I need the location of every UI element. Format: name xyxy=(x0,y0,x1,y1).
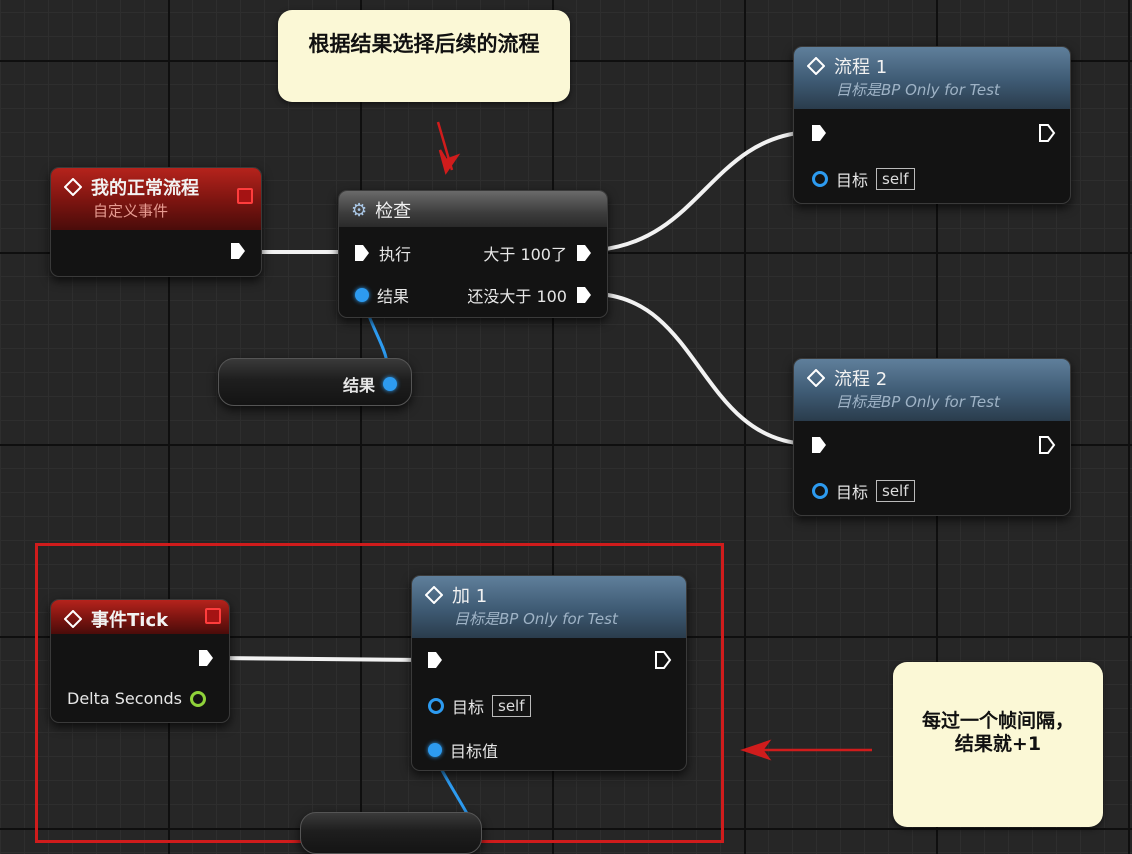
pin-label: 结果 xyxy=(377,287,410,306)
data-pin-icon xyxy=(383,377,397,391)
pin-label: 还没大于 100 xyxy=(467,287,567,306)
exec-in-pin[interactable]: 执行 xyxy=(353,241,411,265)
note-top-text: 根据结果选择后续的流程 xyxy=(308,32,540,56)
pin-label: Delta Seconds xyxy=(67,689,182,708)
exec-out-pin[interactable] xyxy=(1038,123,1056,143)
exec-out-pin[interactable] xyxy=(197,648,215,668)
exec-out-not-pin[interactable]: 还没大于 100 xyxy=(467,283,593,307)
arrow-down-line xyxy=(436,121,454,171)
node-title: 流程 2 xyxy=(834,369,888,390)
exec-pin-outline-icon xyxy=(1039,124,1056,142)
diamond-icon xyxy=(63,609,83,629)
add1-node[interactable]: 加 1 目标是BP Only for Test 目标 self 目标值 xyxy=(411,575,687,771)
data-pin-icon xyxy=(428,698,444,714)
result-in-pin[interactable]: 结果 xyxy=(355,283,409,307)
node-title: 检查 xyxy=(375,201,412,222)
node-title: 加 1 xyxy=(452,586,488,607)
node-header: 流程 2 目标是BP Only for Test xyxy=(794,359,1070,421)
exec-out-greater-pin[interactable]: 大于 100了 xyxy=(483,241,593,265)
note-right: 每过一个帧间隔，结果就+1 xyxy=(893,662,1103,827)
node-header: 我的正常流程 自定义事件 xyxy=(51,168,261,230)
node-title: 我的正常流程 xyxy=(91,178,199,199)
exec-pin-icon xyxy=(199,650,213,666)
exec-pin-icon xyxy=(812,437,826,453)
data-pin-icon xyxy=(812,171,828,187)
float-pin-icon xyxy=(190,690,206,707)
self-value[interactable]: self xyxy=(876,480,915,502)
data-pin-icon xyxy=(428,743,442,757)
node-subtitle: 目标是BP Only for Test xyxy=(836,81,1000,99)
var-label: 结果 xyxy=(342,376,375,395)
self-value[interactable]: self xyxy=(492,695,531,717)
exec-in-pin[interactable] xyxy=(810,435,828,455)
exec-pin-icon xyxy=(577,287,591,303)
exec-pin-icon xyxy=(428,652,442,668)
pin-label: 目标 xyxy=(836,171,869,190)
diamond-icon xyxy=(806,368,826,388)
check-node[interactable]: ⚙ 检查 执行 结果 大于 100了 还没大于 100 xyxy=(338,190,608,318)
exec-pin-icon xyxy=(812,125,826,141)
node-subtitle: 自定义事件 xyxy=(93,202,169,220)
exec-pin-icon xyxy=(231,243,245,259)
exec-pin-icon xyxy=(355,245,369,261)
pin-label: 执行 xyxy=(379,245,412,264)
exec-out-pin[interactable] xyxy=(1038,435,1056,455)
self-value[interactable]: self xyxy=(876,168,915,190)
target-pin[interactable]: 目标 self xyxy=(812,167,915,191)
exec-pin-outline-icon xyxy=(1039,436,1056,454)
exec-wire-check-to-flow2 xyxy=(596,292,808,446)
result-out-pin[interactable]: 结果 xyxy=(343,372,397,396)
flow2-node[interactable]: 流程 2 目标是BP Only for Test 目标 self xyxy=(793,358,1071,516)
node-subtitle: 目标是BP Only for Test xyxy=(836,393,1000,411)
node-subtitle: 目标是BP Only for Test xyxy=(454,610,618,628)
pin-label: 目标值 xyxy=(450,742,499,761)
partial-variable-node[interactable] xyxy=(300,812,482,854)
stop-square-icon xyxy=(205,608,221,624)
arrow-left-head xyxy=(740,739,772,761)
pin-label: 目标 xyxy=(452,698,485,717)
target-pin[interactable]: 目标 self xyxy=(812,479,915,503)
exec-in-pin[interactable] xyxy=(426,650,444,670)
pin-label: 目标 xyxy=(836,483,869,502)
node-header: ⚙ 检查 xyxy=(339,191,607,227)
diamond-icon xyxy=(63,177,83,197)
pin-label: 大于 100了 xyxy=(483,245,567,264)
note-top: 根据结果选择后续的流程 xyxy=(278,10,570,102)
exec-out-pin[interactable] xyxy=(229,241,247,261)
exec-out-pin[interactable] xyxy=(654,650,672,670)
diamond-icon xyxy=(424,585,444,605)
node-header: 加 1 目标是BP Only for Test xyxy=(412,576,686,638)
node-header: 事件Tick xyxy=(51,600,229,634)
exec-pin-outline-icon xyxy=(655,651,672,669)
flow1-node[interactable]: 流程 1 目标是BP Only for Test 目标 self xyxy=(793,46,1071,204)
arrow-down-head xyxy=(438,149,461,175)
event-tick-node[interactable]: 事件Tick Delta Seconds xyxy=(50,599,230,723)
note-right-text: 每过一个帧间隔，结果就+1 xyxy=(921,710,1074,755)
gear-icon: ⚙ xyxy=(351,199,368,221)
diamond-icon xyxy=(806,56,826,76)
target-value-pin[interactable]: 目标值 xyxy=(428,738,498,762)
exec-in-pin[interactable] xyxy=(810,123,828,143)
node-title: 事件Tick xyxy=(91,610,169,631)
custom-event-node[interactable]: 我的正常流程 自定义事件 xyxy=(50,167,262,277)
stop-square-icon xyxy=(237,188,253,204)
exec-pin-icon xyxy=(577,245,591,261)
result-variable-node[interactable]: 结果 xyxy=(218,358,412,406)
exec-wire-check-to-flow1 xyxy=(596,130,808,252)
delta-seconds-pin[interactable]: Delta Seconds xyxy=(67,689,206,708)
node-title: 流程 1 xyxy=(834,57,888,78)
node-header: 流程 1 目标是BP Only for Test xyxy=(794,47,1070,109)
data-pin-icon xyxy=(355,288,369,302)
data-pin-icon xyxy=(812,483,828,499)
target-pin[interactable]: 目标 self xyxy=(428,694,531,718)
